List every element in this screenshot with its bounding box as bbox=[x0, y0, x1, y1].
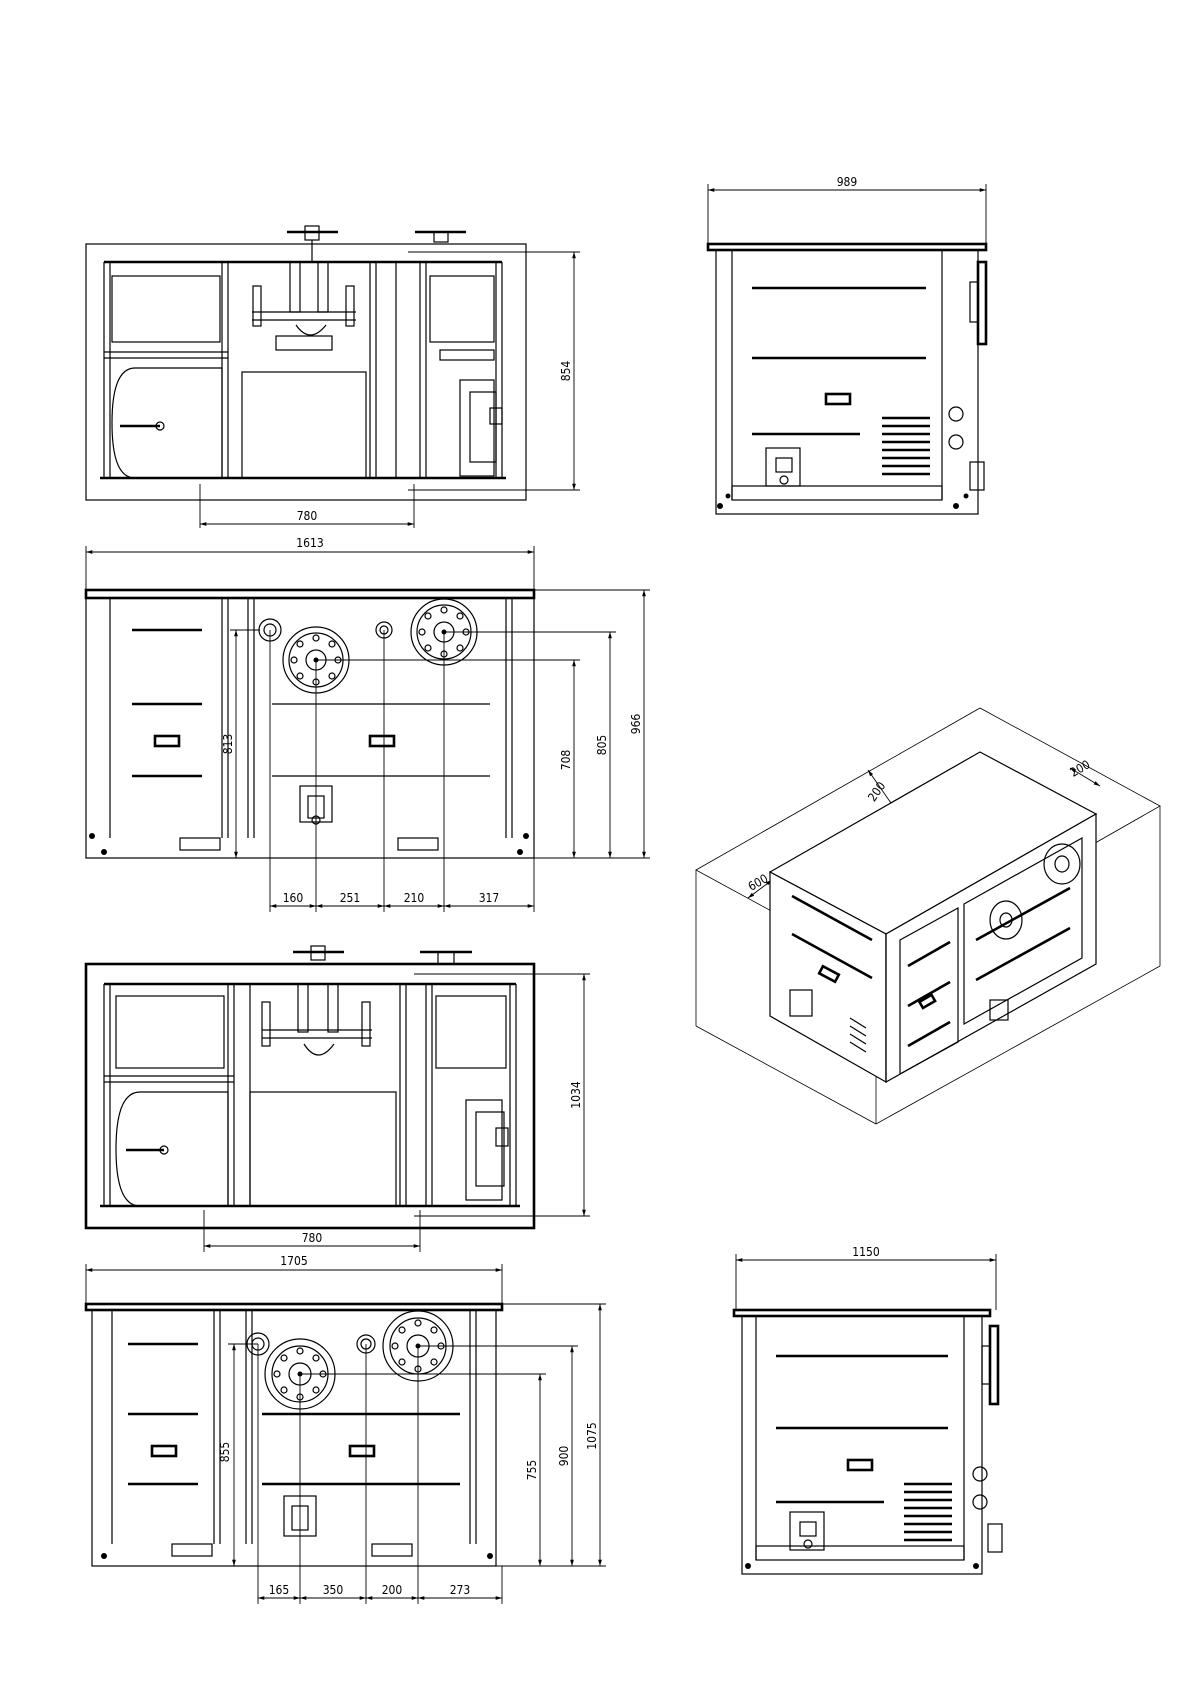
iso-clearance-200-a: 200 bbox=[865, 779, 888, 804]
large-front-view: 1034 780 bbox=[86, 946, 590, 1252]
small-front-width-dim: 780 bbox=[297, 509, 318, 523]
small-top-dim-805: 805 bbox=[595, 735, 609, 756]
large-side-view: 1150 bbox=[734, 1245, 1002, 1574]
small-side-view: 989 bbox=[708, 175, 986, 514]
small-top-dim-966: 966 bbox=[629, 714, 643, 735]
small-top-chain-251: 251 bbox=[340, 891, 361, 905]
large-top-chain-200: 200 bbox=[382, 1583, 403, 1597]
large-top-width-dim: 1705 bbox=[280, 1254, 307, 1268]
large-top-chain-273: 273 bbox=[450, 1583, 471, 1597]
small-top-chain-317: 317 bbox=[479, 891, 500, 905]
small-top-chain-210: 210 bbox=[404, 891, 425, 905]
small-front-height-dim: 854 bbox=[559, 361, 573, 382]
small-top-dim-813: 813 bbox=[221, 734, 235, 755]
large-top-dim-900: 900 bbox=[557, 1446, 571, 1467]
large-top-view: 1705 bbox=[86, 1254, 606, 1604]
large-top-dim-1075: 1075 bbox=[585, 1422, 599, 1449]
small-side-width-dim: 989 bbox=[837, 175, 858, 189]
large-top-dim-855: 855 bbox=[218, 1442, 232, 1463]
isometric-view: 200 200 600 bbox=[696, 708, 1160, 1124]
iso-clearance-600: 600 bbox=[746, 871, 771, 893]
large-top-dim-755: 755 bbox=[525, 1460, 539, 1481]
large-top-chain-165: 165 bbox=[269, 1583, 290, 1597]
handwheel-icon bbox=[293, 946, 344, 960]
port-icon bbox=[247, 1333, 375, 1355]
handwheel-icon bbox=[420, 952, 472, 964]
handwheel-icon bbox=[415, 232, 466, 242]
small-top-chain-160: 160 bbox=[283, 891, 304, 905]
port-icon bbox=[259, 619, 392, 641]
small-top-dim-708: 708 bbox=[559, 750, 573, 771]
iso-clearance-200-b: 200 bbox=[1068, 757, 1093, 779]
large-top-chain-350: 350 bbox=[323, 1583, 344, 1597]
large-side-width-dim: 1150 bbox=[852, 1245, 880, 1259]
small-front-view: 854 780 bbox=[86, 226, 580, 528]
large-front-height-dim: 1034 bbox=[569, 1081, 583, 1109]
vent-grille-icon bbox=[882, 418, 930, 474]
vent-grille-icon bbox=[904, 1484, 952, 1540]
small-top-view: 1613 bbox=[86, 536, 650, 912]
small-top-width-dim: 1613 bbox=[296, 536, 323, 550]
large-front-width-dim: 780 bbox=[302, 1231, 323, 1245]
